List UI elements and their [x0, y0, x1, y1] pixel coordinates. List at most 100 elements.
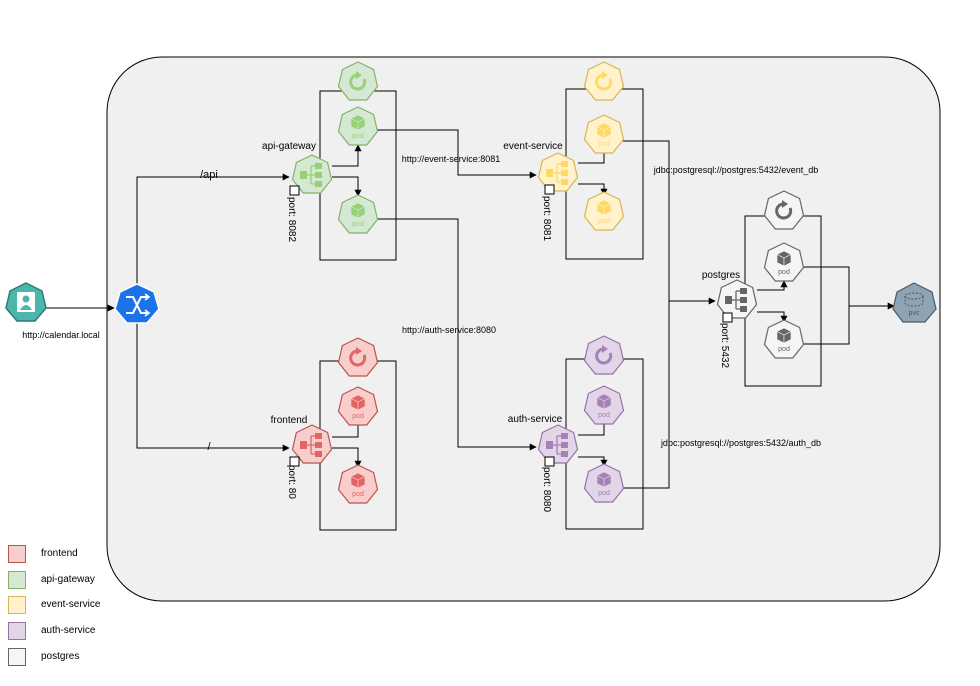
- event-service-label: event-service: [503, 141, 563, 152]
- auth-service-pod-1[interactable]: pod: [583, 385, 625, 425]
- refresh-icon: [595, 71, 613, 91]
- auth-service-port-label: port: 8080: [541, 467, 552, 512]
- pod-label: pod: [778, 269, 790, 276]
- cube-icon: [776, 327, 792, 344]
- auth-service-deployment[interactable]: [583, 335, 625, 375]
- edge-api-svc-pod1: [332, 144, 362, 167]
- frontend-deployment-hexagon: [337, 337, 379, 377]
- legend-label: api-gateway: [41, 574, 95, 585]
- service-icon: [725, 288, 747, 312]
- refresh-icon: [775, 200, 793, 220]
- postgres-pod-1[interactable]: pod: [763, 242, 805, 282]
- api-gateway-service-label: api-gateway: [262, 141, 316, 152]
- api-gateway-deployment[interactable]: [337, 61, 379, 101]
- port-marker: [544, 456, 555, 467]
- event-service-deployment-hexagon: [583, 61, 625, 101]
- api-gateway-service[interactable]: [291, 154, 333, 194]
- auth-service-service[interactable]: [537, 424, 579, 464]
- pod-label: pod: [352, 413, 364, 420]
- connection-label-auth-db: jdbc:postgresql://postgres:5432/auth_db: [660, 438, 821, 448]
- port-marker: [289, 456, 300, 467]
- service-icon: [546, 433, 568, 457]
- pod-label: pod: [352, 133, 364, 140]
- refresh-icon: [595, 345, 613, 365]
- service-icon: [546, 161, 568, 185]
- api-gateway-deployment-hexagon: [337, 61, 379, 101]
- storage-icon: [904, 292, 924, 307]
- event-service-port-label: port: 8081: [541, 196, 552, 241]
- port-marker: [289, 185, 300, 196]
- postgres-service-label: postgres: [702, 270, 740, 281]
- cube-icon: [776, 250, 792, 267]
- cube-icon: [596, 122, 612, 139]
- connection-label-event-db: jdbc:postgresql://postgres:5432/event_db: [653, 165, 819, 175]
- edge-event-postgres: [622, 140, 716, 305]
- legend-swatch: [8, 596, 26, 614]
- auth-service-pod-2[interactable]: pod: [583, 463, 625, 503]
- refresh-icon: [349, 347, 367, 367]
- postgres-port-label: port: 5432: [719, 323, 730, 368]
- edge-api-event: [377, 129, 537, 179]
- api-gateway-pod-1[interactable]: pod: [337, 106, 379, 146]
- api-gateway-port-label: port: 8082: [286, 197, 297, 242]
- k8s-nodes: pod pod pod pod pod pod pod pod pod pod: [289, 61, 805, 504]
- connection-label-event: http://event-service:8081: [402, 154, 501, 164]
- user-icon: [17, 292, 35, 312]
- pvc-label: pvc: [909, 310, 920, 317]
- legend-item-auth-service: auth-service: [8, 622, 168, 642]
- edge-pg-pod2-pvc: [802, 306, 850, 345]
- edge-pg-pod1-pvc: [802, 266, 895, 310]
- event-service-pod-1[interactable]: pod: [583, 114, 625, 154]
- edge-auth-postgres: [622, 301, 670, 489]
- legend-swatch: [8, 622, 26, 640]
- frontend-service-label: frontend: [271, 415, 308, 426]
- pod-label: pod: [352, 491, 364, 498]
- service-icon: [300, 163, 322, 187]
- legend-swatch: [8, 571, 26, 589]
- edge-auth-svc-pod2: [578, 456, 608, 467]
- frontend-pod-2[interactable]: pod: [337, 464, 379, 504]
- legend-swatch: [8, 648, 26, 666]
- legend-label: event-service: [41, 599, 101, 610]
- legend-item-event-service: event-service: [8, 596, 168, 616]
- pod-label: pod: [598, 218, 610, 225]
- cube-icon: [350, 202, 366, 219]
- frontend-pod-1[interactable]: pod: [337, 386, 379, 426]
- postgres-deployment-hexagon: [763, 190, 805, 230]
- legend-item-postgres: postgres: [8, 648, 168, 668]
- edge-api-svc-pod2: [332, 176, 362, 197]
- connection-lines: [45, 129, 895, 489]
- pvc-hexagon: [892, 282, 937, 323]
- frontend-service[interactable]: [291, 424, 333, 464]
- user-node[interactable]: [5, 282, 47, 322]
- postgres-service[interactable]: [716, 279, 758, 319]
- frontend-port-label: port: 80: [286, 465, 297, 499]
- legend-swatch: [8, 545, 26, 563]
- cube-icon: [596, 199, 612, 216]
- auth-service-label: auth-service: [508, 414, 563, 425]
- connection-label-auth: http://auth-service:8080: [402, 325, 496, 335]
- edge-event-svc-pod2: [578, 183, 608, 196]
- pod-label: pod: [598, 141, 610, 148]
- frontend-deployment[interactable]: [337, 337, 379, 377]
- user-url-label: http://calendar.local: [22, 330, 100, 340]
- event-service-service[interactable]: [537, 152, 579, 192]
- api-gateway-pod-2[interactable]: pod: [337, 194, 379, 234]
- cube-icon: [350, 394, 366, 411]
- edge-frontend-svc-pod2: [332, 447, 362, 468]
- legend-item-frontend: frontend: [8, 545, 168, 565]
- cube-icon: [596, 393, 612, 410]
- cube-icon: [596, 471, 612, 488]
- pvc-node[interactable]: pvc: [892, 282, 937, 323]
- postgres-pod-2[interactable]: pod: [763, 319, 805, 359]
- event-service-pod-2[interactable]: pod: [583, 191, 625, 231]
- postgres-deployment[interactable]: [763, 190, 805, 230]
- legend-label: frontend: [41, 548, 78, 559]
- port-marker: [722, 312, 733, 323]
- refresh-icon: [349, 71, 367, 91]
- event-service-deployment[interactable]: [583, 61, 625, 101]
- route-label-root: /: [207, 441, 211, 453]
- ingress-node[interactable]: [114, 283, 160, 324]
- edge-api-auth: [377, 218, 537, 451]
